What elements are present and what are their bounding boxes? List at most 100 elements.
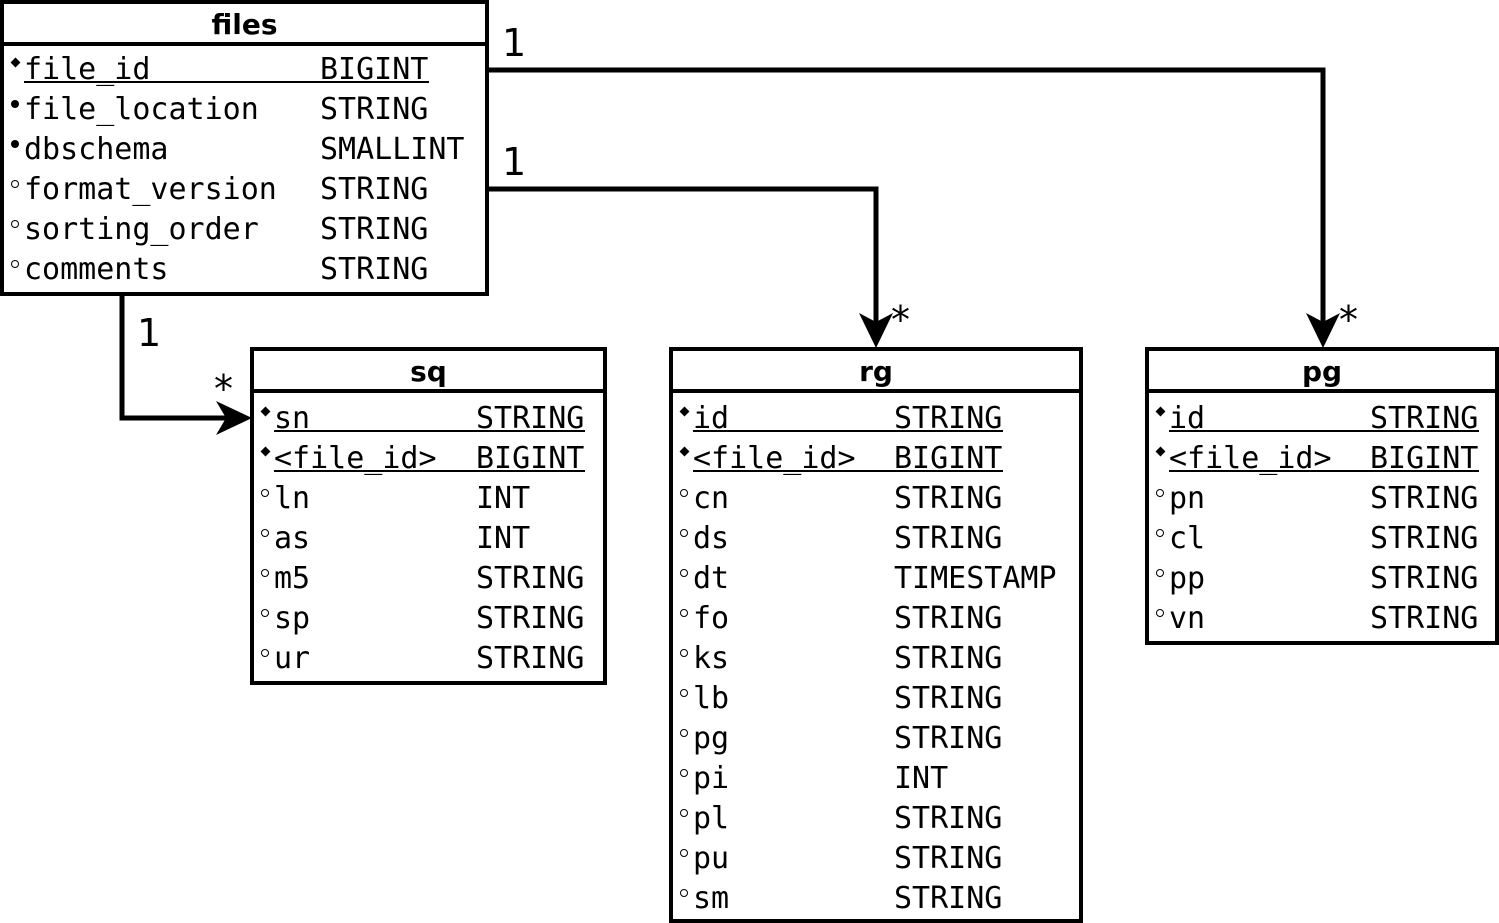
optional-field-icon	[677, 719, 691, 759]
primary-key-underline	[693, 470, 1003, 472]
optional-field-icon	[1153, 479, 1167, 519]
column-row: m5 STRING	[254, 559, 603, 599]
column-name: comments	[24, 252, 169, 287]
entity-title: rg	[673, 351, 1079, 393]
column-name: sp	[274, 601, 311, 636]
column-name: id	[693, 401, 730, 436]
optional-field-icon	[258, 559, 272, 599]
column-type: INT	[894, 761, 949, 796]
column-type: BIGINT	[894, 441, 1003, 476]
column-name: m5	[274, 561, 311, 596]
optional-field-icon	[8, 170, 22, 210]
column-row: pp STRING	[1149, 559, 1495, 599]
column-type: STRING	[894, 801, 1003, 836]
optional-field-icon	[677, 879, 691, 919]
primary-key-underline	[1169, 430, 1479, 432]
column-type: TIMESTAMP	[894, 561, 1057, 596]
primary-key-underline	[693, 430, 1003, 432]
cardinality-files-pg-source: 1	[502, 21, 527, 65]
column-type: STRING	[476, 641, 585, 676]
column-type: STRING	[476, 601, 585, 636]
optional-field-icon	[8, 250, 22, 290]
primary-key-icon	[1153, 399, 1167, 439]
column-name: sn	[274, 401, 311, 436]
optional-field-icon	[677, 639, 691, 679]
column-type: INT	[476, 521, 531, 556]
column-type: STRING	[894, 601, 1003, 636]
column-name: pl	[693, 801, 730, 836]
column-type: BIGINT	[1370, 441, 1479, 476]
column-type: STRING	[894, 881, 1003, 916]
primary-key-underline	[24, 81, 429, 83]
column-type: STRING	[1370, 601, 1479, 636]
column-row: pn STRING	[1149, 479, 1495, 519]
required-field-icon	[8, 90, 22, 130]
optional-field-icon	[677, 839, 691, 879]
column-name: pi	[693, 761, 730, 796]
column-row: pl STRING	[673, 799, 1079, 839]
optional-field-icon	[1153, 519, 1167, 559]
column-name: pp	[1169, 561, 1206, 596]
column-name: dbschema	[24, 132, 169, 167]
optional-field-icon	[8, 210, 22, 250]
cardinality-files-pg-target: *	[1339, 298, 1358, 342]
column-row: pi INT	[673, 759, 1079, 799]
optional-field-icon	[677, 519, 691, 559]
optional-field-icon	[1153, 599, 1167, 639]
column-type: STRING	[894, 721, 1003, 756]
primary-key-icon	[258, 399, 272, 439]
primary-key-icon	[258, 439, 272, 479]
optional-field-icon	[258, 599, 272, 639]
column-name: cn	[693, 481, 730, 516]
column-type: STRING	[320, 172, 429, 207]
column-name: dt	[693, 561, 730, 596]
column-type: STRING	[1370, 561, 1479, 596]
column-type: STRING	[894, 681, 1003, 716]
optional-field-icon	[677, 799, 691, 839]
column-type: BIGINT	[476, 441, 585, 476]
column-name: pn	[1169, 481, 1206, 516]
column-name: ur	[274, 641, 311, 676]
column-type: STRING	[476, 401, 585, 436]
relationship-line-files-pg	[487, 67, 1326, 322]
column-type: STRING	[894, 401, 1003, 436]
column-name: id	[1169, 401, 1206, 436]
optional-field-icon	[1153, 559, 1167, 599]
column-type: STRING	[894, 841, 1003, 876]
column-row: sp STRING	[254, 599, 603, 639]
optional-field-icon	[677, 479, 691, 519]
column-name: ln	[274, 481, 311, 516]
primary-key-underline	[1169, 470, 1479, 472]
primary-key-underline	[274, 470, 585, 472]
optional-field-icon	[258, 639, 272, 679]
column-name: ks	[693, 641, 730, 676]
column-type: INT	[476, 481, 531, 516]
column-type: STRING	[1370, 481, 1479, 516]
column-row: <file_id>BIGINT	[673, 439, 1079, 479]
primary-key-underline	[274, 430, 585, 432]
cardinality-files-rg-source: 1	[502, 140, 527, 184]
cardinality-files-sq-source: 1	[137, 311, 162, 355]
column-row: <file_id>BIGINT	[1149, 439, 1495, 479]
arrowhead-files-rg	[859, 313, 893, 348]
primary-key-icon	[1153, 439, 1167, 479]
column-type: STRING	[476, 561, 585, 596]
column-type: STRING	[1370, 521, 1479, 556]
column-name: pu	[693, 841, 730, 876]
arrowhead-files-pg	[1306, 313, 1340, 348]
column-row: dt TIMESTAMP	[673, 559, 1079, 599]
column-name: as	[274, 521, 311, 556]
